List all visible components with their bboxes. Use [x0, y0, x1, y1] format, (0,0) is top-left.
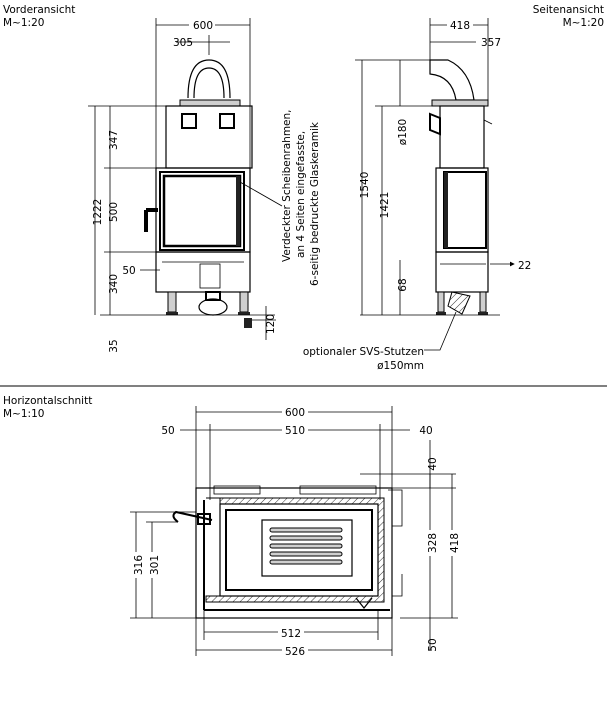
front-view-scale: M~1:20: [3, 17, 44, 29]
dim-side-low: 68: [397, 278, 409, 291]
front-upper-cladding: [165, 105, 253, 169]
dim-section-left: 50: [161, 425, 174, 437]
front-vent-right: [219, 113, 235, 129]
front-foot-left: [167, 291, 177, 313]
front-glass: [162, 174, 242, 248]
front-view: 600 305 347 1222 500 340 35 50 120 Verde…: [88, 17, 321, 353]
side-svs-stub: [447, 291, 471, 315]
front-flue-collar: [187, 59, 231, 99]
dim-section-512: 512: [281, 628, 301, 640]
dim-side-depth: 418: [450, 20, 470, 32]
dim-section-418: 418: [449, 533, 461, 553]
side-view: 418 357 ø180 1540 1421 68 22 optionaler …: [303, 17, 531, 372]
side-glass: [443, 171, 487, 249]
svs-note-line1: optionaler SVS-Stutzen: [303, 346, 424, 358]
dim-front-height: 1222: [92, 199, 104, 226]
front-door-handle: [146, 208, 158, 212]
dim-section-50: 50: [427, 638, 439, 651]
front-vent-left: [181, 113, 197, 129]
front-view-title: Vorderansicht: [3, 4, 75, 16]
dim-front-door: 500: [108, 202, 120, 222]
dim-section-inner: 510: [285, 425, 305, 437]
section-firebox: [219, 503, 379, 597]
dim-side-flue-dia: ø180: [397, 119, 409, 145]
glass-note-line2: an 4 Seiten eingefasste,: [295, 131, 307, 258]
dim-section-316: 316: [133, 555, 145, 575]
dim-section-width: 600: [285, 407, 305, 419]
dim-side-offset: 22: [518, 260, 531, 272]
dim-front-offset: 50: [122, 265, 135, 277]
svs-note-line2: ø150mm: [377, 360, 424, 372]
side-view-title: Seitenansicht: [533, 4, 604, 16]
glass-note-line3: 6-seitig bedruckte Glaskeramik: [309, 121, 321, 286]
side-view-scale: M~1:20: [563, 17, 604, 29]
dim-section-right: 40: [419, 425, 432, 437]
side-base: [435, 251, 489, 293]
section-outer: [195, 487, 393, 619]
side-flue-elbow: [429, 59, 475, 101]
front-ash-drawer: [198, 298, 228, 316]
dim-front-foot: 35: [108, 339, 120, 352]
dim-section-301: 301: [149, 555, 161, 575]
dim-section-526: 526: [285, 646, 305, 658]
front-base: [155, 251, 251, 293]
dim-side-flue-depth: 357: [481, 37, 501, 49]
dim-front-flue-offset: 305: [173, 37, 193, 49]
section-view: 600 50 510 40 40 328 418 50 316 301: [130, 404, 461, 658]
dim-front-feet: 120: [265, 314, 277, 334]
dim-front-width: 600: [193, 20, 213, 32]
front-top-plate: [179, 99, 241, 107]
dim-side-total: 1540: [359, 172, 371, 199]
dim-front-base: 340: [108, 274, 120, 294]
glass-note-line1: Verdeckter Scheibenrahmen,: [281, 109, 293, 262]
dim-section-328: 328: [427, 533, 439, 553]
dim-side-inner: 1421: [379, 192, 391, 219]
front-door-frame: [159, 171, 245, 251]
section-view-title: Horizontalschnitt: [3, 395, 92, 407]
dim-section-top: 40: [427, 457, 439, 470]
front-foot-right: [239, 291, 249, 313]
side-upper-cladding: [439, 105, 485, 169]
dim-front-upper: 347: [108, 130, 120, 150]
section-view-scale: M~1:10: [3, 408, 44, 420]
section-grate: [261, 519, 353, 577]
